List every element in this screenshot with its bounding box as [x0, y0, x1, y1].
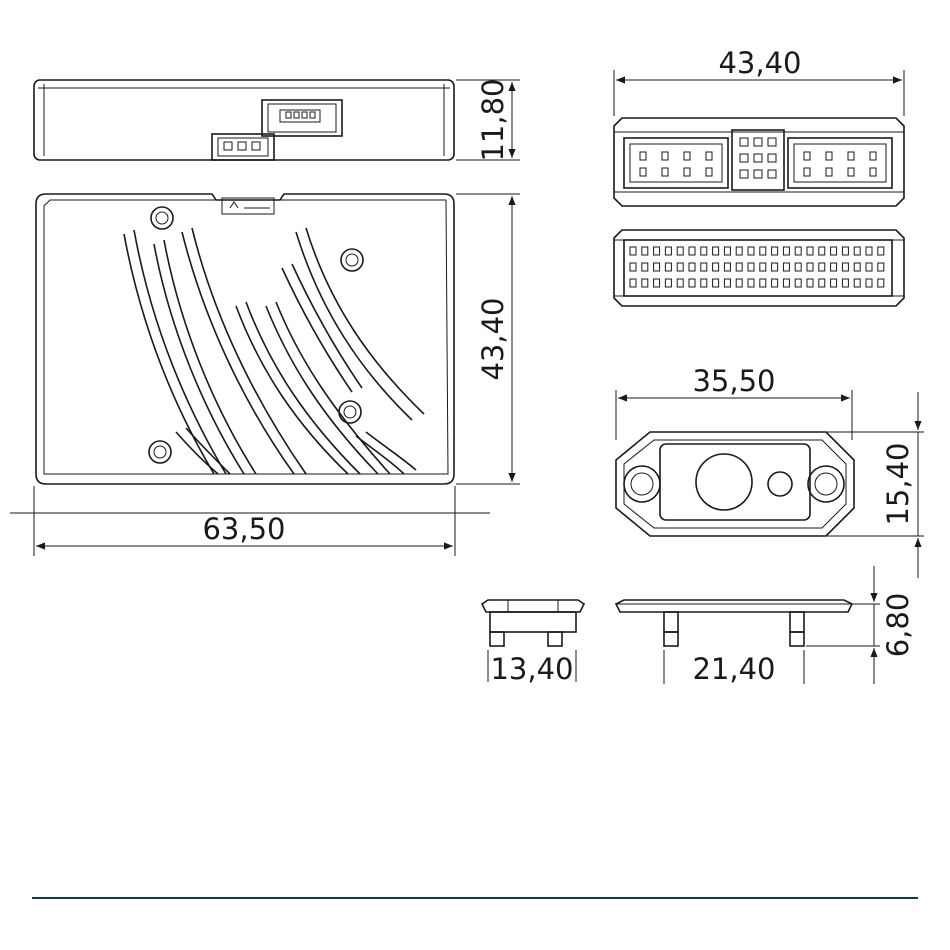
rear-pin — [630, 247, 636, 255]
rear-connector-view — [614, 230, 904, 306]
rear-pin — [866, 279, 872, 287]
rear-pin — [854, 247, 860, 255]
rear-pin — [713, 279, 719, 287]
rear-pin — [654, 279, 660, 287]
rear-pin — [760, 247, 766, 255]
rear-pin — [772, 263, 778, 271]
dim-mount-thickness: 6,80 — [806, 566, 915, 684]
rear-pin — [783, 263, 789, 271]
rear-pin — [819, 279, 825, 287]
rear-pin — [783, 279, 789, 287]
dim-label-mount-hole-spacing: 21,40 — [692, 652, 775, 686]
rear-pin — [772, 279, 778, 287]
rear-pin — [748, 279, 754, 287]
rear-pin — [760, 263, 766, 271]
rear-pin — [807, 279, 813, 287]
rear-pin — [878, 247, 884, 255]
rear-pin — [677, 263, 683, 271]
top-view — [36, 194, 454, 484]
rear-pin — [701, 263, 707, 271]
dim-label-mount-height: 15,40 — [881, 442, 915, 525]
rear-pin — [689, 263, 695, 271]
rear-pin — [677, 279, 683, 287]
mounting-holes — [149, 207, 363, 463]
rear-pin — [878, 279, 884, 287]
rear-pin — [854, 279, 860, 287]
side-view — [34, 80, 454, 160]
rear-pin — [795, 247, 801, 255]
rear-pin — [642, 279, 648, 287]
rear-pin — [819, 247, 825, 255]
front-connector-view — [614, 118, 904, 206]
rear-pin — [842, 263, 848, 271]
dim-top-width: 63,50 — [10, 486, 490, 556]
rear-pin — [831, 247, 837, 255]
rear-pin — [665, 263, 671, 271]
usb-connector — [262, 100, 342, 136]
dim-label-side-height: 11,80 — [476, 78, 510, 161]
dim-mount-height: 15,40 — [826, 392, 924, 578]
rear-pin — [736, 263, 742, 271]
rear-pin — [736, 279, 742, 287]
rear-pin — [783, 247, 789, 255]
rear-pin — [724, 247, 730, 255]
mount-flange-view — [616, 432, 854, 536]
dim-label-mount-depth: 13,40 — [490, 652, 573, 686]
rear-pin — [630, 263, 636, 271]
dim-mount-width: 35,50 — [616, 364, 852, 440]
rear-pin-grid — [630, 247, 884, 287]
rear-pin — [724, 279, 730, 287]
rear-pin — [748, 263, 754, 271]
rear-pin — [878, 263, 884, 271]
front-pins-center — [740, 138, 776, 178]
rear-pin — [630, 279, 636, 287]
rear-pin — [736, 247, 742, 255]
rear-pin — [701, 247, 707, 255]
rear-pin — [831, 263, 837, 271]
rear-pin — [807, 263, 813, 271]
rear-pin — [689, 247, 695, 255]
rear-pin — [842, 247, 848, 255]
dim-label-front-width: 43,40 — [718, 46, 801, 80]
dim-side-height: 11,80 — [456, 78, 520, 161]
rear-pin — [713, 263, 719, 271]
rear-pin — [760, 279, 766, 287]
rear-pin — [795, 279, 801, 287]
footer-rule — [32, 897, 918, 899]
cooling-slots — [124, 228, 424, 474]
rear-pin — [677, 247, 683, 255]
front-pins-left — [640, 152, 712, 176]
dim-label-top-height: 43,40 — [476, 297, 510, 380]
rear-pin — [642, 247, 648, 255]
rear-pin — [665, 279, 671, 287]
rear-pin — [724, 263, 730, 271]
rear-pin — [654, 263, 660, 271]
rear-pin — [654, 247, 660, 255]
dim-top-height: 43,40 — [456, 194, 520, 484]
rear-pin — [819, 263, 825, 271]
rear-pin — [854, 263, 860, 271]
rear-pin — [642, 263, 648, 271]
mount-side-view-small: 13,40 — [482, 600, 584, 686]
dim-front-width: 43,40 — [614, 46, 904, 116]
rear-pin — [748, 247, 754, 255]
rear-pin — [665, 247, 671, 255]
rear-pin — [795, 263, 801, 271]
rear-pin — [807, 247, 813, 255]
rear-pin — [701, 279, 707, 287]
rear-pin — [831, 279, 837, 287]
dim-label-mount-thickness: 6,80 — [881, 593, 915, 658]
pin-header — [212, 134, 274, 160]
front-pins-right — [804, 152, 876, 176]
rear-pin — [866, 263, 872, 271]
rear-pin — [713, 247, 719, 255]
rear-pin — [866, 247, 872, 255]
rear-pin — [689, 279, 695, 287]
dim-label-mount-width: 35,50 — [692, 364, 775, 398]
mount-side-view-large: 21,40 — [616, 600, 852, 686]
rear-pin — [772, 247, 778, 255]
rear-pin — [842, 279, 848, 287]
dim-label-top-width: 63,50 — [202, 512, 285, 546]
